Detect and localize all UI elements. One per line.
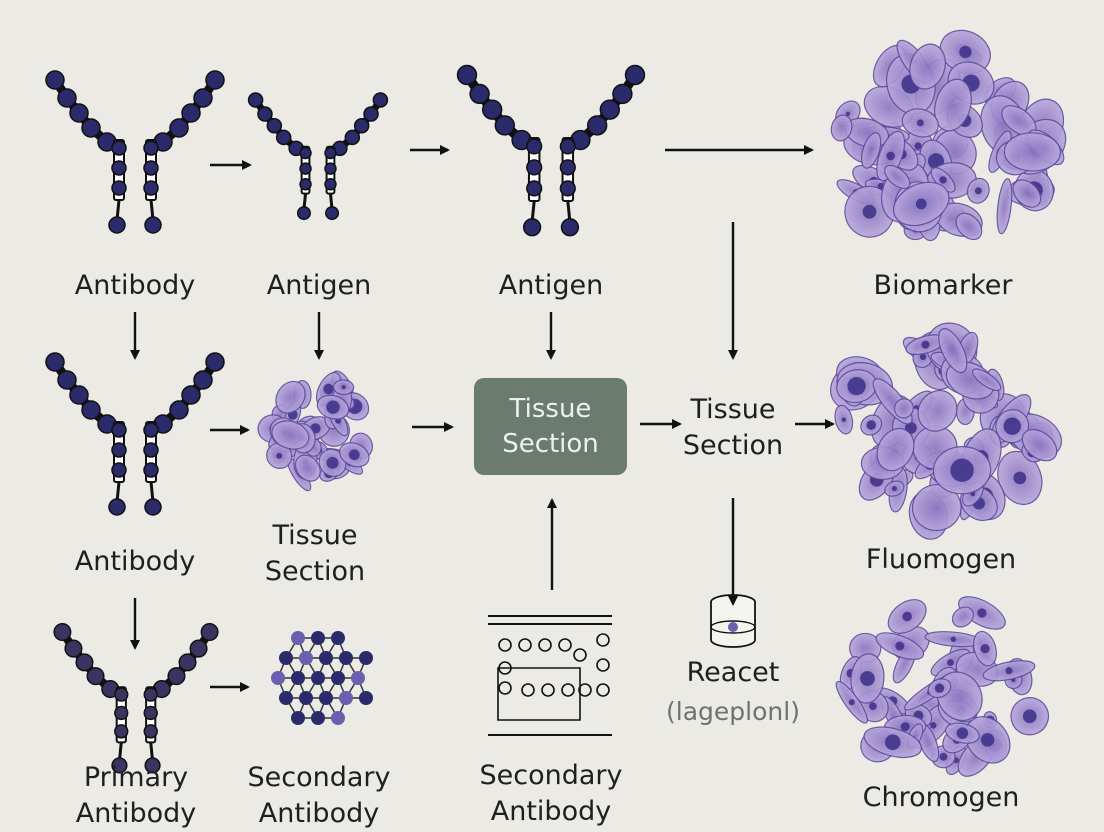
label-antigen-2: Antigen [498, 270, 604, 301]
antibody-icon-1 [45, 70, 225, 234]
label-biomarker: Biomarker [873, 270, 1013, 301]
label-tissue-section-1: Tissue Section [264, 520, 366, 587]
network-icon [271, 631, 373, 725]
tissue-section-box: Tissue Section [474, 378, 627, 475]
biomarker-tissue-icon [830, 29, 1067, 242]
label-antibody-1: Antibody [74, 270, 196, 301]
fluomogen-tissue-icon [830, 322, 1063, 540]
primary-antibody-icon [53, 622, 219, 774]
label-secondary-antibody-1: Secondary Antibody [247, 762, 391, 829]
antigen-icon-2 [456, 64, 646, 237]
label-antigen-1: Antigen [266, 270, 372, 301]
antibody-icon-2 [45, 352, 225, 516]
label-primary-antibody: Primary Antibody [75, 762, 197, 829]
circuit-icon [488, 615, 612, 736]
label-chromogen: Chromogen [862, 782, 1020, 813]
label-antibody-2: Antibody [74, 546, 196, 577]
label-reacet-sub: (lageplonl) [666, 697, 800, 726]
antigen-icon-1 [247, 92, 389, 221]
label-reacet: Reacet [686, 657, 780, 688]
label-secondary-antibody-2: Secondary Antibody [479, 760, 623, 827]
tissue-section-icon [257, 370, 373, 492]
chromogen-tissue-icon [835, 596, 1050, 777]
label-fluomogen: Fluomogen [865, 544, 1017, 575]
label-tissue-section-2: Tissue Section [682, 394, 784, 461]
